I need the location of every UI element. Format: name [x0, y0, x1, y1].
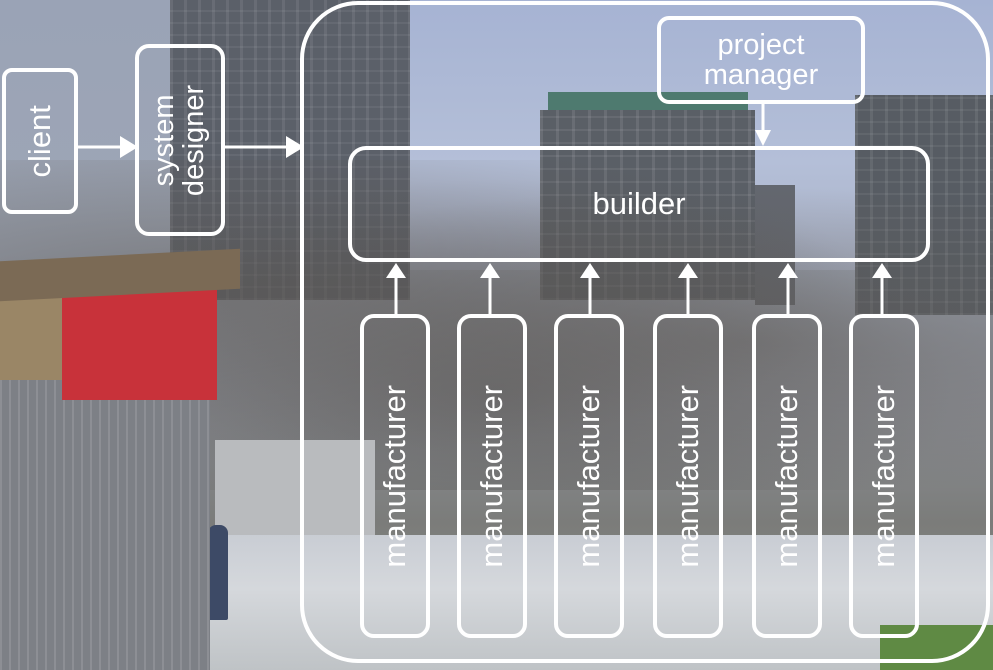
manufacturer-label-4: manufacturer	[669, 384, 705, 568]
manufacturer-label-1: manufacturer	[376, 384, 412, 568]
organization-container	[300, 1, 990, 663]
client-label: client	[21, 104, 57, 178]
manufacturer-box-3: manufacturer	[554, 314, 624, 638]
project-manager-line-2: manager	[703, 59, 819, 91]
person	[208, 525, 228, 620]
system-designer-label: system designer	[148, 84, 211, 196]
system-designer-box: system designer	[135, 44, 225, 236]
manufacturer-box-6: manufacturer	[849, 314, 919, 638]
project-manager-box: project manager	[657, 16, 865, 104]
builder-box: builder	[348, 146, 930, 262]
shed-wood-frame	[0, 285, 64, 380]
shed-red-panel	[62, 288, 217, 400]
manufacturer-box-1: manufacturer	[360, 314, 430, 638]
manufacturer-label-6: manufacturer	[865, 384, 901, 568]
truck	[215, 440, 375, 540]
system-designer-line-1: system	[148, 94, 181, 186]
manufacturer-label-2: manufacturer	[473, 384, 509, 568]
manufacturer-box-2: manufacturer	[457, 314, 527, 638]
manufacturer-label-3: manufacturer	[570, 384, 606, 568]
client-box: client	[2, 68, 78, 214]
manufacturer-label-5: manufacturer	[768, 384, 804, 568]
shed-metal-wall	[0, 375, 210, 670]
project-manager-label: project manager	[703, 28, 819, 91]
manufacturer-box-5: manufacturer	[752, 314, 822, 638]
system-designer-line-2: designer	[179, 84, 211, 196]
manufacturer-box-4: manufacturer	[653, 314, 723, 638]
project-manager-line-1: project	[717, 28, 805, 61]
builder-label: builder	[592, 185, 686, 221]
